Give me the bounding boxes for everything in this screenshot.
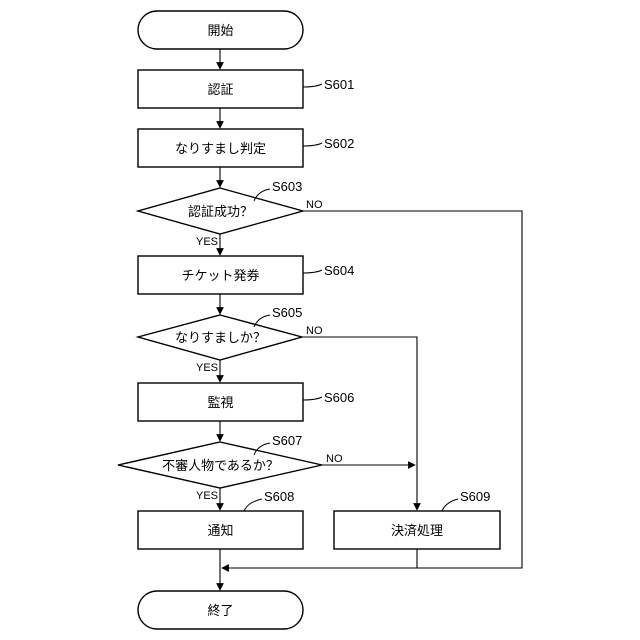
branch-s605-no: NO [306, 325, 323, 337]
node-auth-ok: 認証成功？ [138, 188, 303, 234]
node-monitor: 監視 [138, 383, 303, 421]
leader-s606 [303, 397, 322, 400]
step-s608: S608 [264, 489, 294, 504]
step-s603: S603 [272, 179, 302, 194]
step-s602: S602 [324, 136, 354, 151]
spoof-judge-label: なりすまし判定 [175, 142, 266, 157]
node-auth: 認証 [138, 70, 303, 108]
leader-s604 [303, 270, 322, 273]
node-spoof-judge: なりすまし判定 [138, 129, 303, 167]
auth-ok-label: 認証成功？ [188, 204, 253, 220]
step-s607: S607 [272, 433, 302, 448]
branch-s607-yes: YES [196, 490, 218, 502]
node-suspicious: 不審人物であるか？ [118, 442, 322, 488]
notify-label: 通知 [207, 523, 233, 539]
node-notify: 通知 [138, 511, 303, 549]
suspicious-label: 不審人物であるか？ [162, 459, 279, 474]
branch-s605-yes: YES [196, 362, 218, 374]
leader-s601 [303, 84, 322, 87]
ticket-label: チケット発券 [181, 268, 259, 284]
node-start: 開始 [138, 11, 303, 49]
branch-s607-no: NO [326, 453, 343, 465]
leader-s602 [303, 143, 322, 146]
step-s605: S605 [272, 305, 302, 320]
step-s604: S604 [324, 263, 354, 278]
monitor-label: 監視 [207, 395, 233, 411]
branch-s603-yes: YES [196, 236, 218, 248]
node-payment: 決済処理 [334, 511, 500, 549]
end-label: 終了 [207, 603, 233, 619]
step-s609: S609 [460, 489, 490, 504]
node-end: 終了 [138, 591, 303, 629]
payment-label: 決済処理 [391, 523, 443, 539]
start-label: 開始 [207, 24, 233, 39]
node-is-spoof: なりすましか？ [138, 315, 302, 360]
step-s601: S601 [324, 77, 354, 92]
leader-s609 [442, 499, 458, 511]
edge-is-spoof-no [302, 337, 417, 510]
node-ticket: チケット発券 [138, 256, 303, 294]
leader-s608 [244, 499, 262, 511]
step-s606: S606 [324, 390, 354, 405]
branch-s603-no: NO [306, 199, 323, 211]
is-spoof-label: なりすましか？ [175, 331, 266, 346]
auth-label: 認証 [207, 82, 233, 98]
